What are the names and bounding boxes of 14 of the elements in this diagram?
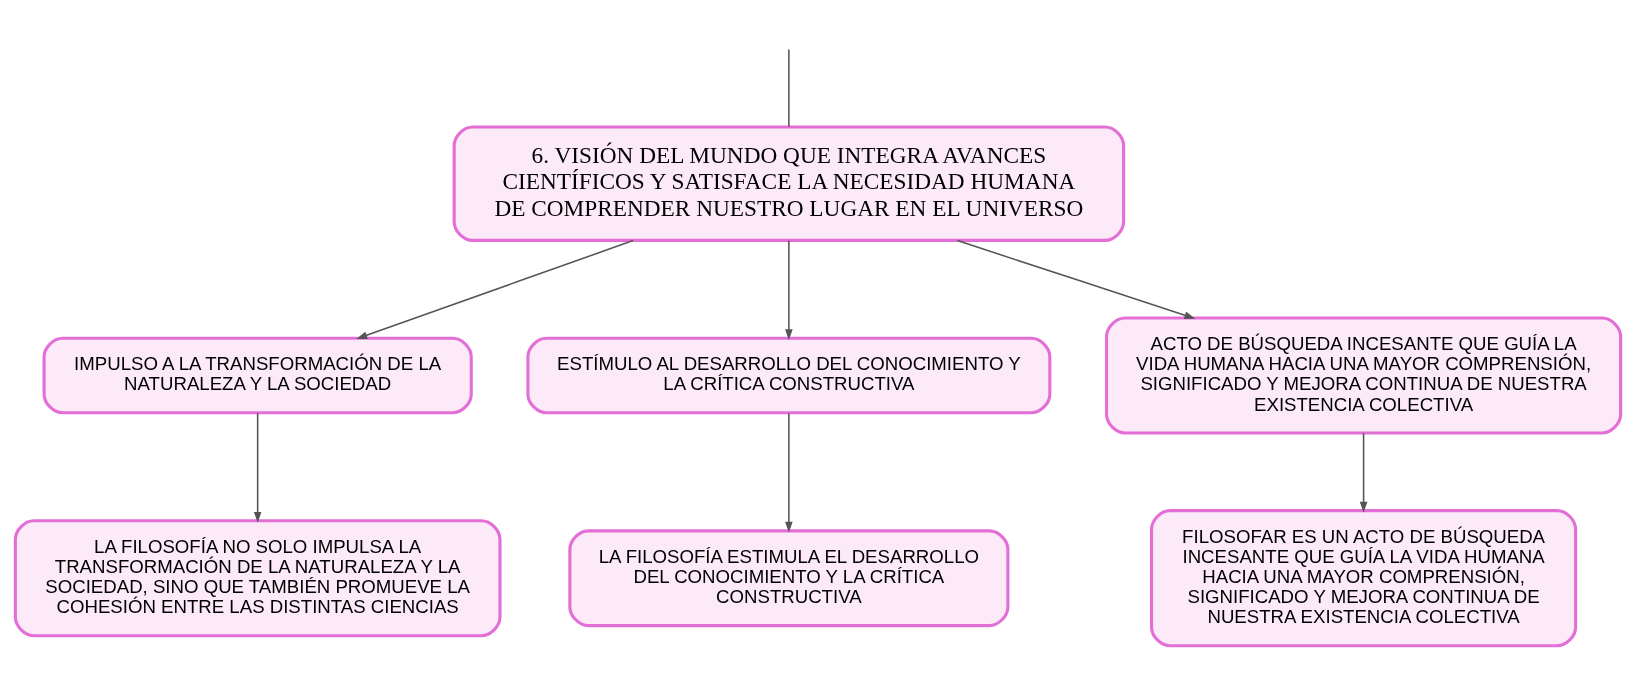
arrow <box>253 412 262 523</box>
node-box: FILOSOFAR ES UN ACTO DE BÚSQUEDA INCESANTE QUE GUÍA LA VIDA HUMANA HACIA UNA MAYOR COMPRENSIÓN, SIGNIFICADO Y MEJORA CONTINUA DE NUESTRA EXISTENCIA COLECTIVA <box>1150 509 1578 648</box>
node-box: LA FILOSOFÍA NO SOLO IMPULSA LA TRANSFORMACIÓN DE LA NATURALEZA Y LA SOCIEDAD, SINO QUE TAMBIÉN PROMUEVE LA COHESIÓN ENTRE LAS DISTINTAS CIENCIAS <box>13 519 502 638</box>
arrow <box>956 239 1196 319</box>
node-box: IMPULSO A LA TRANSFORMACIÓN DE LA NATURALEZA Y LA SOCIEDAD <box>42 336 473 415</box>
arrow <box>785 412 793 533</box>
connector <box>788 48 790 128</box>
node-box: ESTÍMULO AL DESARROLLO DEL CONOCIMIENTO Y LA CRÍTICA CONSTRUCTIVA <box>526 336 1052 415</box>
arrow <box>785 240 793 341</box>
node-box: ACTO DE BÚSQUEDA INCESANTE QUE GUÍA LA VIDA HUMANA HACIA UNA MAYOR COMPRENSIÓN, SIGNIFICADO Y MEJORA CONTINUA DE NUESTRA EXISTENCIA COLECTIVA <box>1104 316 1623 435</box>
node-box: LA FILOSOFÍA ESTIMULA EL DESARROLLO DEL CONOCIMIENTO Y LA CRÍTICA CONSTRUCTIVA <box>568 529 1010 628</box>
node-box: 6. VISIÓN DEL MUNDO QUE INTEGRA AVANCES CIENTÍFICOS Y SATISFACE LA NECESIDAD HUMANA DE COMPRENDER NUESTRO LUGAR EN EL UNIVERSO <box>452 125 1126 242</box>
arrow <box>1359 432 1368 513</box>
arrow <box>356 239 634 339</box>
